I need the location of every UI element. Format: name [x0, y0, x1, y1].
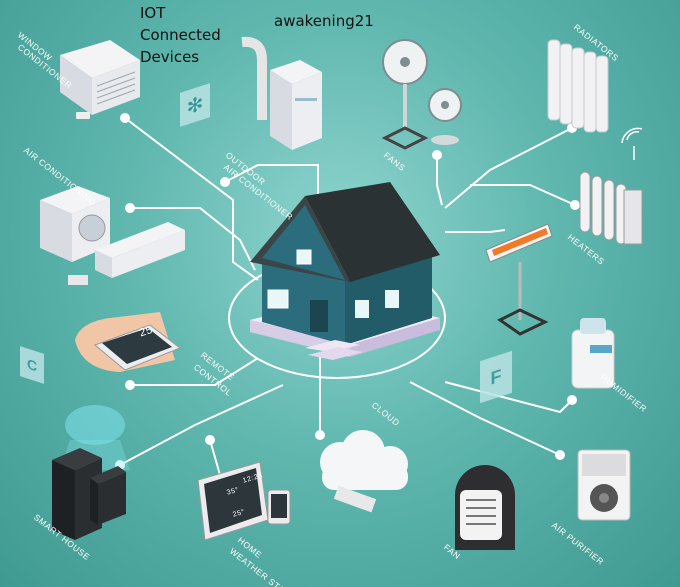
smart-house-center: [250, 182, 440, 360]
humidifier-device: [571, 318, 615, 389]
heaters-device: [485, 171, 643, 336]
window-conditioner-device: [60, 40, 140, 119]
fans-device: [381, 39, 462, 150]
author-label: awakening21: [274, 12, 374, 30]
remote-control-device: [75, 312, 182, 372]
cloud-device: [320, 430, 408, 490]
portable-conditioner-device: [241, 36, 322, 150]
radiator-device: [547, 39, 609, 133]
title-line-2: Connected: [140, 26, 221, 44]
smart-house-device: [52, 405, 130, 540]
split-conditioner-device: [40, 186, 185, 285]
weather-station-device: [197, 461, 291, 541]
title-line-1: IOT: [140, 4, 166, 22]
cloud-remote: [333, 485, 377, 513]
wifi-signal: [621, 127, 643, 160]
fan-heater-device: [455, 465, 515, 550]
title-line-3: Devices: [140, 48, 200, 66]
air-purifier-device: [577, 449, 631, 521]
